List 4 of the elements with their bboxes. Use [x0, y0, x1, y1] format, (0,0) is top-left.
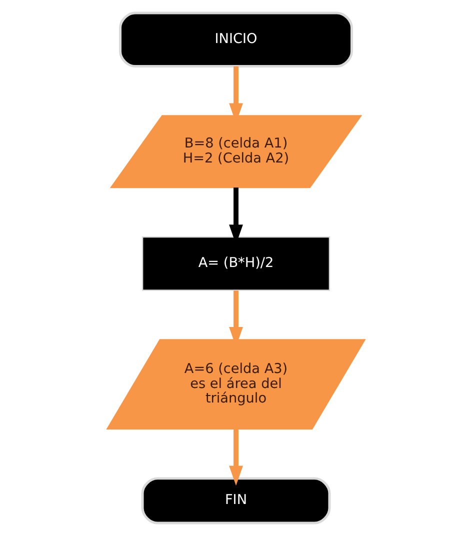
node-box: A= (B*H)/2: [141, 236, 330, 291]
arrow: [228, 428, 242, 486]
node-box: INICIO: [118, 12, 352, 68]
node-box: FIN: [140, 477, 330, 524]
